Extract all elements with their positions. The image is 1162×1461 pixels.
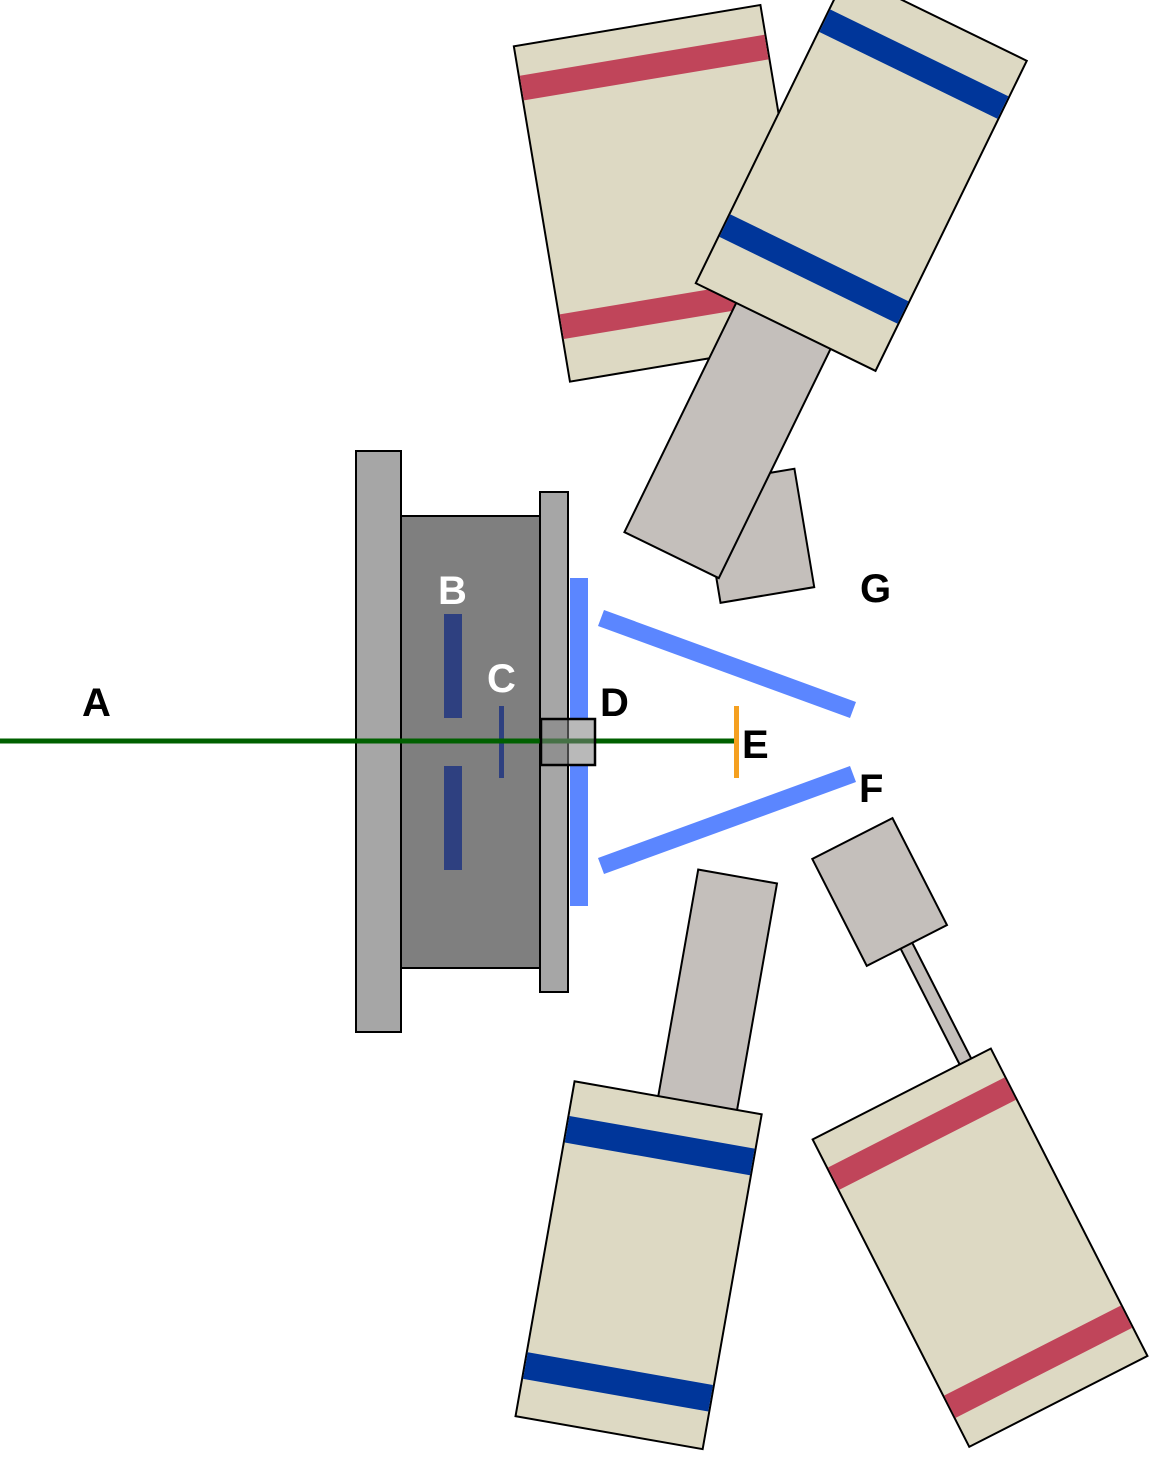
electrode-b-lower	[444, 766, 462, 870]
detector-band	[519, 34, 769, 101]
label-f: F	[859, 767, 883, 811]
detector-band	[819, 9, 1009, 119]
detector-band	[719, 214, 909, 324]
detector-neck	[655, 868, 779, 1121]
target-foil-e	[734, 706, 739, 778]
plate-d-lower	[570, 766, 588, 906]
label-a: A	[82, 681, 111, 725]
plate-f-lower	[598, 766, 856, 874]
label-g: G	[860, 567, 891, 611]
electrode-b-upper	[444, 614, 462, 718]
plate-f-upper	[598, 610, 856, 718]
detector-body	[514, 1080, 763, 1451]
detector-head	[810, 816, 949, 968]
label-e: E	[742, 723, 769, 767]
detector-bottom-right	[810, 816, 1149, 1449]
detector-band	[564, 1115, 755, 1176]
label-d: D	[600, 681, 629, 725]
label-b: B	[438, 569, 467, 613]
detector-band	[523, 1352, 713, 1412]
plate-d-upper	[570, 578, 588, 718]
detector-band	[828, 1077, 1016, 1190]
label-c: C	[487, 657, 516, 701]
detector-bottom-left	[514, 868, 779, 1451]
detector-top-right	[623, 0, 1029, 580]
detector-band	[944, 1305, 1133, 1418]
aperture-box	[539, 717, 597, 767]
